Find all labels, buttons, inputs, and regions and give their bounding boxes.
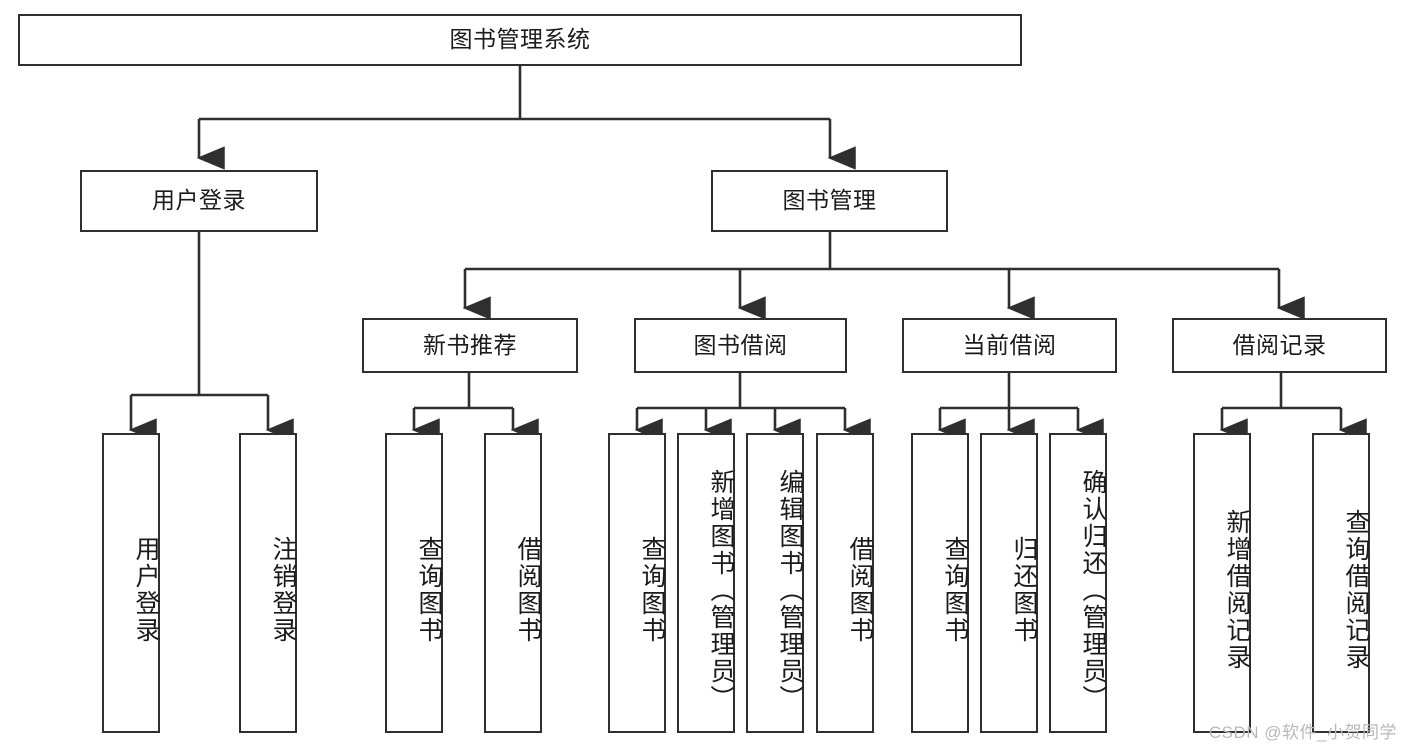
node-label: 查询借阅记录	[1342, 509, 1370, 671]
node-leaf-current-borrow-return[interactable]: 归还图书	[980, 433, 1038, 733]
node-label: 图书借阅	[693, 331, 788, 358]
node-label: 查询图书	[941, 536, 969, 644]
node-new-book-recommend[interactable]: 新书推荐	[362, 318, 578, 373]
node-label: 借阅记录	[1232, 331, 1327, 358]
node-book-management[interactable]: 图书管理	[711, 170, 948, 232]
node-label: 借阅图书	[846, 536, 874, 644]
node-leaf-book-borrow-edit[interactable]: 编辑图书（管理员）	[746, 433, 804, 733]
node-leaf-new-book-query[interactable]: 查询图书	[385, 433, 443, 733]
node-label: 用户登录	[152, 187, 246, 214]
node-label: 注销登录	[269, 536, 297, 644]
node-label: 新书推荐	[423, 331, 517, 358]
node-leaf-book-borrow-borrow[interactable]: 借阅图书	[816, 433, 874, 733]
node-label: 查询图书	[415, 536, 443, 644]
node-leaf-new-book-borrow[interactable]: 借阅图书	[484, 433, 542, 733]
node-label: 归还图书	[1010, 536, 1038, 644]
node-leaf-book-borrow-add[interactable]: 新增图书（管理员）	[677, 433, 735, 733]
node-book-borrow[interactable]: 图书借阅	[634, 318, 847, 373]
node-root-book-management-system[interactable]: 图书管理系统	[18, 14, 1022, 66]
node-current-borrow[interactable]: 当前借阅	[902, 318, 1117, 373]
node-user-login[interactable]: 用户登录	[80, 170, 318, 232]
node-label: 用户登录	[132, 536, 160, 644]
node-label: 查询图书	[638, 536, 666, 644]
node-label: 图书管理系统	[449, 26, 591, 53]
node-leaf-borrow-record-add[interactable]: 新增借阅记录	[1193, 433, 1251, 733]
node-leaf-current-borrow-query[interactable]: 查询图书	[911, 433, 969, 733]
node-leaf-borrow-record-query[interactable]: 查询借阅记录	[1312, 433, 1370, 733]
node-label: 新增借阅记录	[1223, 509, 1251, 671]
node-leaf-user-login-login[interactable]: 用户登录	[102, 433, 160, 733]
node-leaf-user-login-logout[interactable]: 注销登录	[239, 433, 297, 733]
node-label: 借阅图书	[514, 536, 542, 644]
node-leaf-book-borrow-query[interactable]: 查询图书	[608, 433, 666, 733]
node-leaf-current-borrow-confirm-return[interactable]: 确认归还（管理员）	[1049, 433, 1107, 733]
node-label: 新增图书（管理员）	[707, 468, 735, 712]
node-label: 确认归还（管理员）	[1079, 468, 1107, 712]
node-label: 编辑图书（管理员）	[776, 468, 804, 712]
node-label: 当前借阅	[962, 331, 1057, 358]
node-label: 图书管理	[782, 187, 877, 214]
watermark-text: CSDN @软件_小贺同学	[1208, 723, 1397, 742]
node-borrow-record[interactable]: 借阅记录	[1172, 318, 1387, 373]
